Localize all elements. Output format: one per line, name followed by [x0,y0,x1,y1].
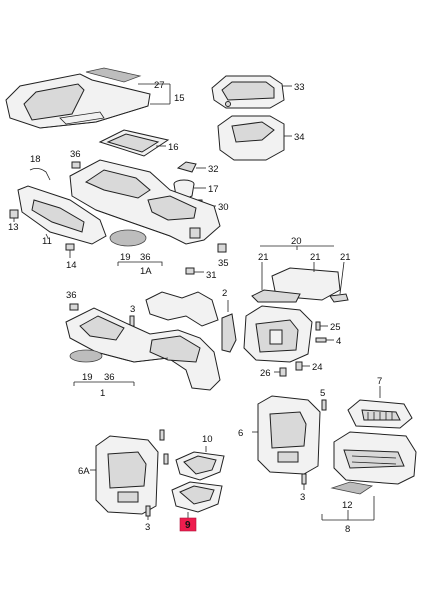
callout-21-right: 21 [340,252,351,263]
part-7-vent [347,399,413,429]
callout-35: 35 [218,258,229,269]
callout-6: 6 [238,428,243,439]
callout-34: 34 [294,132,305,143]
callout-26: 26 [260,368,271,379]
part-35-clip [217,243,227,253]
callout-19-upper: 19 [120,252,131,263]
part-21-armrest-pad [251,267,349,303]
callout-5: 5 [320,388,325,399]
part-33-display-housing [211,75,285,109]
part-34-cover [217,115,285,161]
part-36-clip-upper [71,161,81,169]
part-27-mat [85,67,142,83]
part-2-bracket [221,313,237,353]
part-6a-rear-panel [95,435,159,515]
part-13-clip [9,209,19,219]
callout-13: 13 [8,222,19,233]
callout-36: 36 [70,149,81,160]
callout-8: 8 [345,524,350,535]
part-5-screw [321,399,327,411]
part-3-screw-6a-mid [163,453,169,465]
callout-2: 2 [222,288,227,299]
part-11-side-panel [17,185,107,245]
callout-4: 4 [336,336,341,347]
callout-33: 33 [294,82,305,93]
part-24-clip [295,361,303,371]
callout-6a: 6A [78,466,90,477]
part-31-clip [185,267,195,275]
callout-24: 24 [312,362,323,373]
callout-10: 10 [202,434,213,445]
callout-1a: 1A [140,266,152,277]
part-9-tray-highlighted [171,481,223,513]
part-15-armrest-lid [5,73,151,129]
callout-31: 31 [206,270,217,281]
callout-32: 32 [208,164,219,175]
callout-16: 16 [168,142,179,153]
part-10-tray [175,451,225,481]
part-top-trim [145,291,219,327]
part-14-clip [65,243,75,251]
callout-9: 9 [185,520,191,531]
callout-25: 25 [330,322,341,333]
part-storage-bracket [243,305,313,363]
callout-17: 17 [208,184,219,195]
part-16-tray [98,129,170,157]
callout-36-lower-group: 36 [104,372,115,383]
callout-27: 27 [154,80,165,91]
part-4-screw [315,337,327,343]
callout-3-right: 3 [300,492,305,503]
callout-36-lower: 36 [66,290,77,301]
callout-18: 18 [30,154,41,165]
part-3-screw-6a-top [159,429,165,441]
callout-1: 1 [100,388,105,399]
part-3-screw-upper [129,315,135,327]
part-19-mat-lower [69,349,103,363]
callout-12: 12 [342,500,353,511]
callout-14: 14 [66,260,77,271]
part-25-screw [315,321,321,331]
callout-11: 11 [42,236,52,247]
callout-19-lower: 19 [82,372,93,383]
part-6-rear-panel [257,395,321,475]
part-12-mat [330,481,374,495]
part-36-clip-lower [69,303,79,311]
part-8-control-unit [333,431,417,485]
callout-30: 30 [218,202,229,213]
callout-7: 7 [377,376,382,387]
part-18-handle [29,168,51,181]
callout-15: 15 [174,93,185,104]
callout-21-left: 21 [258,252,269,263]
part-1a-main-console [69,159,221,245]
part-32-clip [176,161,197,173]
part-1-lower-console [65,307,221,391]
part-3-screw-right [301,473,307,485]
callout-36-upper: 36 [140,252,151,263]
highlight-badge [179,517,197,532]
part-26-clip [279,367,287,377]
callout-3-lower: 3 [145,522,150,533]
part-3-screw-6a-bottom [145,505,151,517]
callout-20: 20 [291,236,302,247]
callout-3-upper: 3 [130,304,135,315]
part-19-mat-upper [109,229,147,247]
callout-21-mid: 21 [310,252,321,263]
